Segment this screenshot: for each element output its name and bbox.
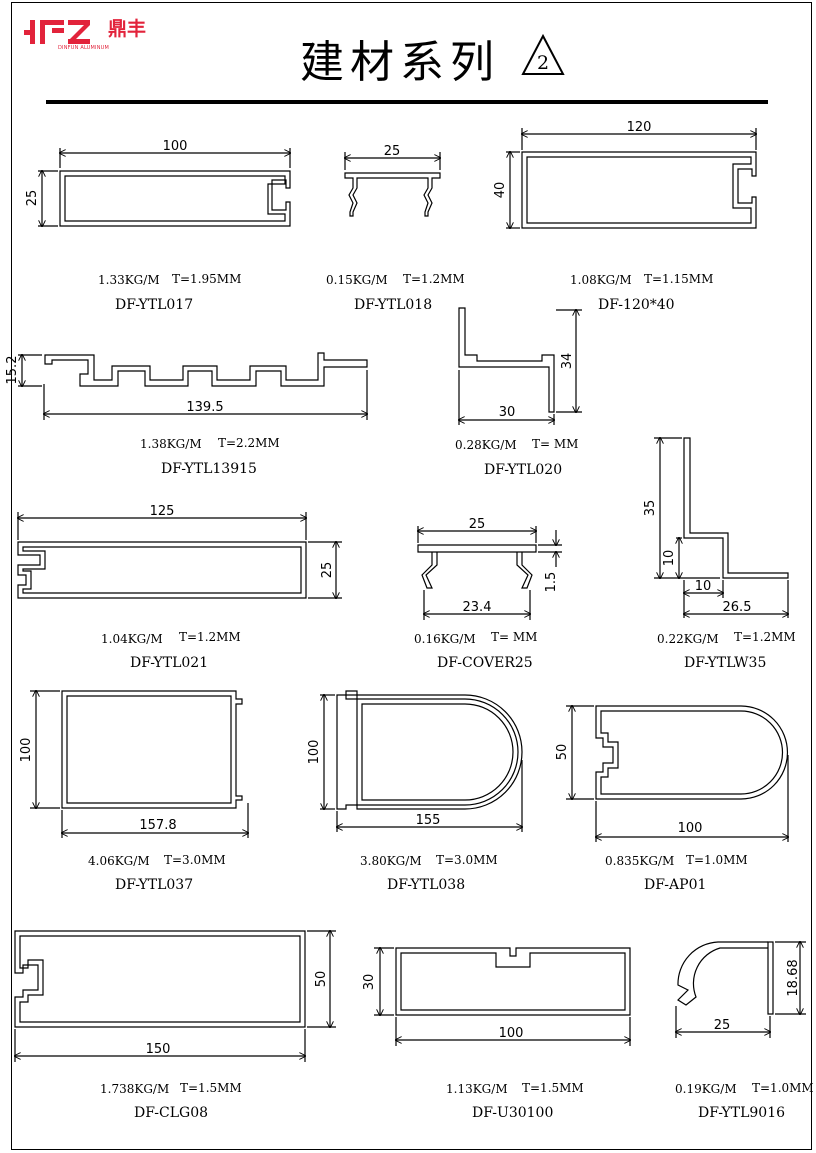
code-ytl017: DF-YTL017 — [115, 297, 194, 313]
dim-ytl13915-width: 139.5 — [186, 400, 223, 415]
code-ytl018: DF-YTL018 — [354, 297, 433, 313]
profile-ytl018-drawing — [345, 152, 440, 217]
dim-ytl020-height: 34 — [560, 353, 575, 370]
dim-ytl037-height: 100 — [19, 738, 34, 763]
dim-ytl9016-width: 25 — [714, 1018, 731, 1033]
profile-ap01-drawing — [566, 706, 788, 842]
code-ytlw35: DF-YTLW35 — [684, 655, 767, 671]
dim-ap01-width: 100 — [678, 821, 703, 836]
dim-ytl037-width: 157.8 — [139, 818, 176, 833]
brand-logo: 鼎丰 DINFUN ALUMINUM — [24, 14, 154, 54]
profile-ytl017-drawing — [38, 148, 290, 226]
thickness-ytl020: T= MM — [532, 437, 579, 451]
code-clg08: DF-CLG08 — [134, 1105, 209, 1121]
thickness-ytl038: T=3.0MM — [436, 853, 498, 867]
weight-ytl9016: 0.19KG/M — [675, 1082, 737, 1096]
profile-ytl038-drawing — [320, 690, 522, 832]
thickness-ytl017: T=1.95MM — [172, 272, 242, 286]
code-120x40: DF-120*40 — [598, 297, 675, 313]
profile-ytl020-drawing — [459, 307, 582, 425]
code-u30100: DF-U30100 — [472, 1105, 554, 1121]
dim-ytl021-height: 25 — [320, 562, 335, 579]
code-ytl020: DF-YTL020 — [484, 462, 563, 478]
profile-ytl9016-drawing — [676, 942, 806, 1038]
dim-u30100-width: 100 — [499, 1026, 524, 1041]
dim-ytl017-height: 25 — [25, 190, 40, 207]
dim-ytlw35-step: 10 — [662, 550, 677, 567]
dim-u30100-height: 30 — [362, 974, 377, 991]
weight-120x40: 1.08KG/M — [570, 273, 632, 287]
dim-ytl020-width: 30 — [499, 405, 516, 420]
code-ytl038: DF-YTL038 — [387, 877, 466, 893]
thickness-u30100: T=1.5MM — [522, 1081, 584, 1095]
logo-mark-icon — [24, 20, 90, 44]
dim-ap01-height: 50 — [555, 744, 570, 761]
thickness-ap01: T=1.0MM — [686, 853, 748, 867]
weight-u30100: 1.13KG/M — [446, 1082, 508, 1096]
weight-ytl020: 0.28KG/M — [455, 438, 517, 452]
profile-cover25-drawing — [418, 526, 562, 620]
thickness-ytl13915: T=2.2MM — [218, 436, 280, 450]
dim-ytl018-width: 25 — [384, 144, 401, 159]
dim-ytlw35-leg: 10 — [695, 579, 712, 594]
page-title: 建材系列 — [300, 26, 500, 90]
weight-ytl13915: 1.38KG/M — [140, 437, 202, 451]
dim-120x40-width: 120 — [627, 120, 652, 135]
dim-clg08-height: 50 — [314, 971, 329, 988]
profile-clg08-drawing — [15, 931, 336, 1062]
weight-cover25: 0.16KG/M — [414, 632, 476, 646]
page-title-text: 建材系列 — [300, 37, 500, 88]
thickness-ytlw35: T=1.2MM — [734, 630, 796, 644]
code-ytl9016: DF-YTL9016 — [698, 1105, 786, 1121]
thickness-ytl037: T=3.0MM — [164, 853, 226, 867]
series-number: 2 — [537, 52, 549, 74]
code-ap01: DF-AP01 — [644, 877, 707, 893]
weight-ytl037: 4.06KG/M — [88, 854, 150, 868]
weight-ytlw35: 0.22KG/M — [657, 632, 719, 646]
dim-cover25-thickness: 1.5 — [544, 572, 559, 593]
weight-ytl038: 3.80KG/M — [360, 854, 422, 868]
dim-ytlw35-width: 26.5 — [723, 600, 752, 615]
dim-ytl9016-height: 18.68 — [786, 959, 801, 996]
weight-ap01: 0.835KG/M — [605, 854, 675, 868]
title-rule — [46, 100, 768, 104]
profile-ytl037-drawing — [30, 691, 248, 838]
code-ytl13915: DF-YTL13915 — [161, 461, 257, 477]
dim-ytl038-width: 155 — [416, 813, 441, 828]
code-ytl021: DF-YTL021 — [130, 655, 209, 671]
code-ytl037: DF-YTL037 — [115, 877, 194, 893]
thickness-clg08: T=1.5MM — [180, 1081, 242, 1095]
dim-cover25-width: 25 — [469, 517, 486, 532]
dim-ytl017-width: 100 — [163, 139, 188, 154]
dim-ytlw35-height: 35 — [643, 500, 658, 517]
series-triangle-icon: 2 — [521, 33, 565, 75]
weight-clg08: 1.738KG/M — [100, 1082, 170, 1096]
weight-ytl021: 1.04KG/M — [101, 632, 163, 646]
profile-ytl021-drawing — [18, 512, 342, 598]
thickness-ytl021: T=1.2MM — [179, 630, 241, 644]
page-frame — [11, 2, 812, 1150]
profile-ytlw35-drawing — [654, 438, 788, 618]
dim-ytl021-width: 125 — [150, 504, 175, 519]
dim-cover25-inner-width: 23.4 — [463, 600, 492, 615]
profile-u30100-drawing — [374, 948, 630, 1046]
code-cover25: DF-COVER25 — [437, 655, 533, 671]
thickness-120x40: T=1.15MM — [644, 272, 714, 286]
dim-120x40-height: 40 — [493, 182, 508, 199]
profile-120x40-drawing — [506, 128, 756, 228]
profile-ytl13915-drawing — [18, 352, 367, 420]
thickness-ytl9016: T=1.0MM — [752, 1081, 814, 1095]
dim-ytl13915-height: 15.2 — [5, 356, 20, 385]
logo-english-text: DINFUN ALUMINUM — [58, 45, 110, 51]
dim-ytl038-height: 100 — [307, 740, 322, 765]
dim-clg08-width: 150 — [146, 1042, 171, 1057]
logo-chinese-text: 鼎丰 — [108, 18, 147, 40]
weight-ytl017: 1.33KG/M — [98, 273, 160, 287]
weight-ytl018: 0.15KG/M — [326, 273, 388, 287]
thickness-ytl018: T=1.2MM — [403, 272, 465, 286]
thickness-cover25: T= MM — [491, 630, 538, 644]
